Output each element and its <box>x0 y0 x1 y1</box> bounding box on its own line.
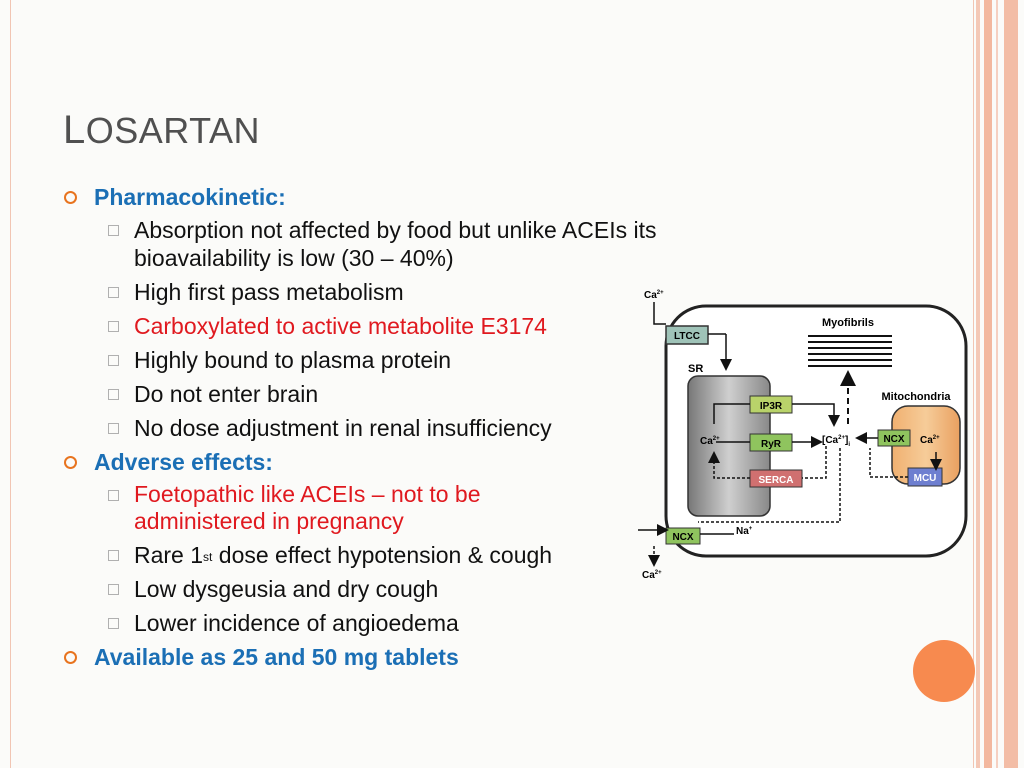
list-item-text: No dose adjustment in renal insufficienc… <box>134 415 552 441</box>
serca-return-arrow <box>714 446 827 479</box>
list-item-text: Low dysgeusia and dry cough <box>134 576 439 602</box>
list-item-text: Lower incidence of angioedema <box>134 610 459 636</box>
sr-label: SR <box>688 363 703 375</box>
right-stripe-3 <box>996 0 998 768</box>
section-heading-pharmacokinetic: Pharmacokinetic: <box>64 182 664 213</box>
ring-bullet-icon <box>64 651 77 664</box>
calcium-handling-diagram: Ca2+ LTCC SR Ca2+ IP3R RyR SERCA [Ca2+]i… <box>638 290 968 581</box>
list-item: No dose adjustment in renal insufficienc… <box>64 411 664 445</box>
section-heading-text: Pharmacokinetic: <box>94 184 286 210</box>
list-item: Absorption not affected by food but unli… <box>64 213 694 275</box>
square-bullet-icon <box>108 287 119 298</box>
list-item-text: Highly bound to plasma protein <box>134 347 452 373</box>
section-heading-text: Available as 25 and 50 mg tablets <box>94 644 459 670</box>
slide-title: LOSARTAN <box>63 108 260 153</box>
square-bullet-icon <box>108 490 119 501</box>
title-rest: OSARTAN <box>85 110 260 151</box>
list-item: Do not enter brain <box>64 377 664 411</box>
list-item-text-post: dose effect hypotension & cough <box>212 542 553 568</box>
ltcc-channel <box>665 325 709 345</box>
ip3r-arrow <box>713 403 834 424</box>
list-item: Lower incidence of angioedema <box>64 606 664 640</box>
square-bullet-icon <box>108 389 119 400</box>
ltcc-label: LTCC <box>674 331 700 342</box>
ring-bullet-icon <box>64 456 77 469</box>
right-stripe-4 <box>1004 0 1018 768</box>
ca-bottom-label: Ca2+ <box>642 570 662 581</box>
square-bullet-icon <box>108 423 119 434</box>
square-bullet-icon <box>108 618 119 629</box>
superscript-st: st <box>203 550 213 564</box>
ca-sr-label: Ca2+ <box>700 436 720 447</box>
ca-entry-arrow <box>653 302 666 325</box>
square-bullet-icon <box>108 584 119 595</box>
title-initial: L <box>63 108 86 152</box>
ca-mito-label: Ca2+ <box>920 435 940 446</box>
ncx-membrane-exchanger <box>665 527 701 545</box>
list-item-text: High first pass metabolism <box>134 279 404 305</box>
list-item-text: Do not enter brain <box>134 381 319 407</box>
decorative-orange-circle <box>913 640 975 702</box>
ncx-membrane-label: NCX <box>672 532 693 543</box>
myofibrils-label: Myofibrils <box>822 317 874 329</box>
na-label: Na+ <box>736 526 753 537</box>
list-item-text-pre: Rare 1 <box>134 542 204 568</box>
list-item: Low dysgeusia and dry cough <box>64 572 664 606</box>
serca-label: SERCA <box>758 475 793 486</box>
list-item-text: Foetopathic like ACEIs – not to be admin… <box>134 481 481 534</box>
square-bullet-icon <box>108 355 119 366</box>
right-stripe-1 <box>976 0 980 768</box>
square-bullet-icon <box>108 321 119 332</box>
list-item-text: Carboxylated to active metabolite E3174 <box>134 313 547 339</box>
ring-bullet-icon <box>64 191 77 204</box>
ca-cytosol-label: [Ca2+]i <box>822 435 850 448</box>
mcu-label: MCU <box>914 473 937 484</box>
slide-frame <box>10 0 974 768</box>
slide-content: Pharmacokinetic: Absorption not affected… <box>64 180 664 673</box>
list-item: High first pass metabolism <box>64 275 664 309</box>
list-item: Foetopathic like ACEIs – not to be admin… <box>64 478 514 538</box>
ca-top-label: Ca2+ <box>644 290 664 301</box>
section-heading-text: Adverse effects: <box>94 449 273 475</box>
ncx-mito-label: NCX <box>883 434 904 445</box>
mcu-arrow <box>869 448 908 478</box>
ryr-label: RyR <box>761 439 782 450</box>
ip3r-label: IP3R <box>760 401 783 412</box>
list-item-text: Absorption not affected by food but unli… <box>134 217 657 271</box>
mitochondria-label: Mitochondria <box>881 391 951 403</box>
right-stripe-2 <box>984 0 992 768</box>
square-bullet-icon <box>108 225 119 236</box>
list-item: Highly bound to plasma protein <box>64 343 664 377</box>
myofibrils-lines <box>808 335 892 367</box>
list-item: Rare 1st dose effect hypotension & cough <box>64 538 664 572</box>
list-item: Carboxylated to active metabolite E3174 <box>64 309 664 343</box>
section-heading-adverse-effects: Adverse effects: <box>64 447 664 478</box>
square-bullet-icon <box>108 550 119 561</box>
section-heading-available: Available as 25 and 50 mg tablets <box>64 642 664 673</box>
